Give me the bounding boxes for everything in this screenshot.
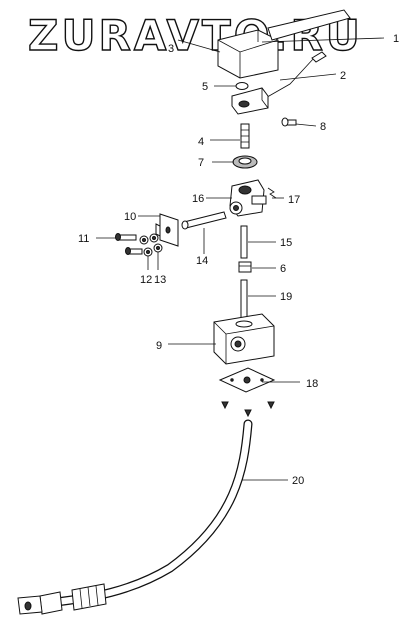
callout-14: 14 <box>196 255 208 267</box>
part-16-joint <box>229 179 267 217</box>
part-9-housing <box>213 313 275 365</box>
callout-3: 3 <box>168 43 174 55</box>
callout-4: 4 <box>198 136 204 148</box>
callout-17: 17 <box>288 194 300 206</box>
part-20-cable <box>17 419 253 615</box>
part-7-ring <box>232 155 258 169</box>
leader-lines <box>96 37 385 481</box>
callout-16: 16 <box>192 193 204 205</box>
part-19-shaft <box>240 279 248 321</box>
lever-clamp <box>231 87 269 115</box>
callout-15: 15 <box>280 237 292 249</box>
part-11-bolt-lower <box>125 247 143 255</box>
callout-2: 2 <box>340 70 346 82</box>
part-15-pin-rod <box>240 225 248 259</box>
callout-9: 9 <box>156 340 162 352</box>
callout-1: 1 <box>393 33 399 45</box>
callout-18: 18 <box>306 378 318 390</box>
callout-19: 19 <box>280 291 292 303</box>
part-12-washer <box>139 235 153 257</box>
callouts: 1 2 3 4 5 6 7 8 9 10 11 12 13 14 15 16 1… <box>78 33 399 487</box>
part-14-long-bolt <box>181 211 227 230</box>
part-13-washer <box>149 233 163 253</box>
callout-5: 5 <box>202 81 208 93</box>
callout-13: 13 <box>154 274 166 286</box>
part-5-nut <box>235 82 249 90</box>
part-17-clip <box>267 187 277 199</box>
callout-10: 10 <box>124 211 136 223</box>
part-2-shift-lever <box>261 51 327 101</box>
part-11-bolt <box>115 233 137 241</box>
part-18-gasket <box>218 367 276 393</box>
part-10-bracket <box>155 213 179 247</box>
part-6-nut <box>238 261 252 273</box>
part-4-pin <box>240 123 250 149</box>
mounting-screws <box>221 401 275 418</box>
callout-12: 12 <box>140 274 152 286</box>
part-8-bolt <box>281 117 297 127</box>
callout-20: 20 <box>292 475 304 487</box>
callout-6: 6 <box>280 263 286 275</box>
callout-8: 8 <box>320 121 326 133</box>
callout-7: 7 <box>198 157 204 169</box>
callout-11: 11 <box>78 233 89 245</box>
